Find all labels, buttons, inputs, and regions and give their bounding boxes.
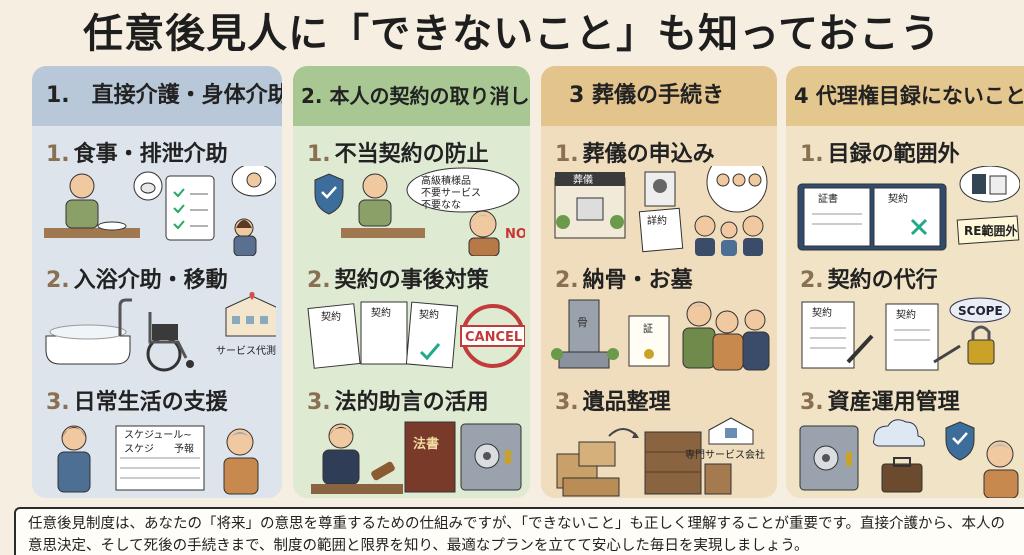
legal-advice-illustration: 法書 (301, 414, 525, 498)
svg-text:スケジ: スケジ (124, 443, 154, 455)
svg-text:契約: 契約 (419, 308, 439, 321)
svg-text:NO: NO (505, 227, 525, 242)
column-header: 4 代理権目録にないこと (786, 66, 1024, 126)
svg-text:契約: 契約 (371, 306, 391, 319)
section-title: 1.食事・排泄介助 (46, 142, 228, 167)
asset-management-illustration (794, 414, 1020, 498)
column-header: 1. 直接介護・身体介助 (32, 66, 282, 126)
section-title: 2.納骨・お墓 (555, 268, 693, 293)
svg-text:詳約: 詳約 (647, 214, 667, 227)
svg-text:予報: 予報 (174, 443, 194, 455)
column-header: 2. 本人の契約の取り消し (293, 66, 530, 126)
daily-support-illustration: スケジュール~ スケジ 予報 (40, 414, 276, 498)
section-title: 2.入浴介助・移動 (46, 268, 228, 293)
svg-text:証書: 証書 (818, 192, 838, 205)
burial-grave-illustration: 骨 証 (549, 292, 773, 376)
svg-text:証: 証 (643, 322, 653, 335)
outside-scope-illustration: 証書 契約 RE範囲外 (794, 166, 1020, 256)
column-header: 3 葬儀の手続き (541, 66, 777, 126)
svg-text:法書: 法書 (413, 436, 439, 452)
svg-text:RE範囲外: RE範囲外 (964, 223, 1017, 238)
post-contract-illustration: 契約 契約 契約 CANCEL (301, 292, 525, 376)
funeral-application-illustration: 葬儀 詳約 (549, 166, 773, 256)
section-title: 3.法的助言の活用 (307, 390, 489, 415)
svg-text:契約: 契約 (896, 308, 916, 321)
svg-text:SCOPE: SCOPE (958, 304, 1003, 318)
svg-text:骨: 骨 (577, 316, 588, 329)
page-title: 任意後見人に「できないこと」も知っておこう (83, 11, 941, 57)
section-title: 2.契約の代行 (800, 268, 938, 293)
section-title: 1.目録の範囲外 (800, 142, 960, 167)
section-title: 1.葬儀の申込み (555, 142, 715, 167)
section-title: 3.遺品整理 (555, 390, 671, 415)
unfair-contract-illustration: 高級積様品 不要サービス 不要なな NO (301, 166, 525, 256)
svg-text:高級積様品: 高級積様品 (421, 174, 471, 187)
svg-text:葬儀: 葬儀 (573, 173, 593, 186)
svg-text:スケジュール~: スケジュール~ (124, 429, 192, 441)
section-title: 1.不当契約の防止 (307, 142, 489, 167)
section-title: 3.日常生活の支援 (46, 390, 228, 415)
svg-text:不要なな: 不要なな (421, 199, 461, 211)
svg-text:CANCEL: CANCEL (465, 330, 522, 345)
svg-text:サービス代測ら契約: サービス代測ら契約 (216, 344, 276, 357)
column-funeral: 3 葬儀の手続き 1.葬儀の申込み 葬儀 詳約 2.納骨・お墓 骨 (541, 66, 777, 498)
summary-note: 任意後見制度は、あなたの「将来」の意思を尊重するための仕組みですが、「できないこ… (14, 507, 1024, 555)
contract-agency-illustration: 契約 契約 SCOPE (794, 292, 1020, 376)
svg-text:契約: 契約 (888, 192, 908, 205)
column-direct-care: 1. 直接介護・身体介助 1.食事・排泄介助 2.入浴介助・移動 (32, 66, 282, 498)
section-title: 3.資産運用管理 (800, 390, 960, 415)
svg-text:契約: 契約 (812, 306, 832, 319)
bath-mobility-illustration: サービス代測ら契約 (40, 292, 276, 376)
column-contract-cancellation: 2. 本人の契約の取り消し 1.不当契約の防止 高級積様品 不要サービス 不要な… (293, 66, 530, 498)
section-title: 2.契約の事後対策 (307, 268, 489, 293)
svg-text:契約: 契約 (321, 310, 341, 323)
svg-text:不要サービス: 不要サービス (421, 187, 481, 199)
column-outside-power-of-attorney: 4 代理権目録にないこと 1.目録の範囲外 証書 契約 RE範囲外 2.契約の代… (786, 66, 1024, 498)
meal-care-illustration (40, 166, 276, 256)
estate-cleanup-illustration: 専門サービス会社 (549, 414, 773, 498)
svg-text:専門サービス会社: 専門サービス会社 (685, 448, 765, 461)
